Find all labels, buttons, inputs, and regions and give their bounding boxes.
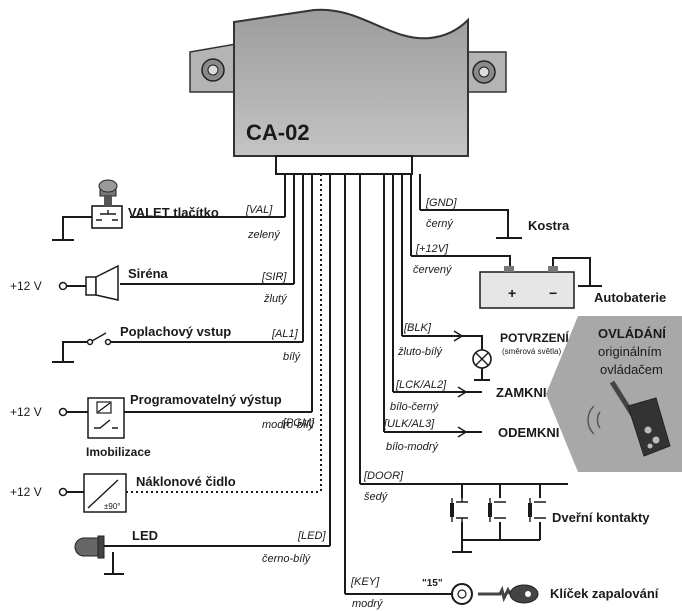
valet-button-group: VALET tlačítko [VAL] zelený: [52, 179, 285, 241]
door-switch-icon-1: [450, 484, 472, 553]
al1-code: [AL1]: [271, 328, 299, 340]
battery-icon: + −: [479, 266, 575, 309]
key-color: modrý: [352, 598, 384, 610]
ignition-group: [KEY] modrý "15" Klíček zapalování: [345, 576, 659, 610]
blk-color: žluto-bílý: [397, 346, 444, 358]
door-contacts-group: [DOOR] šedý Dveřní kontakty: [360, 470, 650, 553]
battery-label: Autobaterie: [594, 290, 666, 305]
module-connector: [275, 155, 413, 175]
confirm-group: [BLK] žluto-bílý POTVRZENÍ (směrová svět…: [397, 322, 569, 381]
p12-code: [+12V]: [415, 243, 449, 255]
alarm-input-label: Poplachový vstup: [120, 324, 231, 339]
led-group: LED [LED] černo-bílý: [74, 528, 330, 575]
lock-label: ZAMKNI: [496, 385, 547, 400]
blk-code: [BLK]: [403, 322, 432, 334]
control-label-1: OVLÁDÁNÍ: [598, 326, 666, 341]
ignition-pin: "15": [422, 578, 443, 589]
ignition-lock-icon: [451, 583, 473, 605]
prog-plus12: +12 V: [10, 405, 42, 419]
ulk-color: bílo-modrý: [386, 441, 439, 453]
mounting-bolt-left: [201, 58, 225, 82]
key-code: [KEY]: [350, 576, 380, 588]
ulk-code: [ULK/AL3]: [383, 418, 435, 430]
confirm-label: POTVRZENÍ: [500, 330, 569, 345]
original-remote-panel: OVLÁDÁNÍ originálním ovládačem: [546, 316, 682, 472]
immobilizer-label: Imobilizace: [86, 445, 151, 459]
valet-switch-box: [91, 205, 123, 229]
led-code: [LED]: [297, 530, 326, 542]
siren-plus12: +12 V: [10, 279, 42, 293]
ground-label: Kostra: [528, 218, 570, 233]
siren-label: Siréna: [128, 266, 169, 281]
sir-color: žlutý: [263, 293, 288, 305]
tilt-box-label: ±90°: [104, 502, 121, 511]
relay-icon: [94, 401, 118, 429]
unlock-group: [ULK/AL3] bílo-modrý ODEMKNI: [383, 418, 559, 453]
lock-group: [LCK/AL2] bílo-černý ZAMKNI: [390, 379, 547, 413]
door-contacts-label: Dveřní kontakty: [552, 510, 650, 525]
door-code: [DOOR]: [363, 470, 404, 482]
mounting-bolt-right: [472, 60, 496, 84]
val-color: zelený: [247, 229, 281, 241]
val-code: [VAL]: [245, 204, 273, 216]
door-switch-icon-3: [528, 484, 546, 540]
unlock-label: ODEMKNI: [498, 425, 559, 440]
ignition-label: Klíček zapalování: [550, 586, 659, 601]
tilt-label: Náklonové čidlo: [136, 474, 236, 489]
gnd-code: [GND]: [425, 197, 458, 209]
battery-group: [+12V] červený + − Autobaterie: [411, 243, 666, 309]
control-label-3: ovládačem: [600, 362, 663, 377]
signal-waves-icon: [587, 405, 601, 435]
wire-bundle: [284, 174, 421, 594]
prog-output-group: +12 V Programovatelný výstup modro-bílý …: [10, 392, 315, 459]
battery-minus: −: [549, 285, 557, 301]
confirm-sub-label: (směrová světla): [502, 347, 561, 356]
module-title: CA-02: [246, 120, 310, 145]
siren-group: +12 V Siréna [SIR] žlutý: [10, 264, 294, 305]
car-key-icon: [478, 584, 539, 604]
tilt-plus12: +12 V: [10, 485, 42, 499]
alarm-input-group: Poplachový vstup [AL1] bílý: [52, 324, 303, 363]
tilt-sensor-group: +12 V ±90° Náklonové čidlo: [10, 473, 321, 513]
gnd-color: černý: [426, 218, 454, 230]
remote-key-icon: [609, 380, 671, 457]
al1-color: bílý: [283, 351, 302, 363]
led-label: LED: [132, 528, 158, 543]
lamp-icon: [472, 349, 492, 369]
battery-plus: +: [508, 285, 516, 301]
pgm-color: modro-bílý: [262, 419, 315, 431]
ground-group: [GND] černý Kostra: [420, 197, 570, 239]
sir-code: [SIR]: [261, 271, 287, 283]
control-label-2: originálním: [598, 344, 662, 359]
lck-code: [LCK/AL2]: [395, 379, 447, 391]
valet-label: VALET tlačítko: [128, 205, 219, 220]
prog-output-label: Programovatelný výstup: [130, 392, 282, 407]
lck-color: bílo-černý: [390, 401, 440, 413]
p12-color: červený: [413, 264, 453, 276]
door-switch-icon-2: [488, 484, 506, 540]
control-module: CA-02: [189, 8, 507, 175]
valet-button-icon: [98, 179, 118, 206]
switch-icon: [86, 332, 112, 346]
led-color: černo-bílý: [262, 553, 312, 565]
door-color: šedý: [364, 491, 389, 503]
pgm-code: [PGM]: [282, 417, 315, 429]
led-icon: [74, 535, 330, 559]
siren-icon: [85, 264, 119, 301]
